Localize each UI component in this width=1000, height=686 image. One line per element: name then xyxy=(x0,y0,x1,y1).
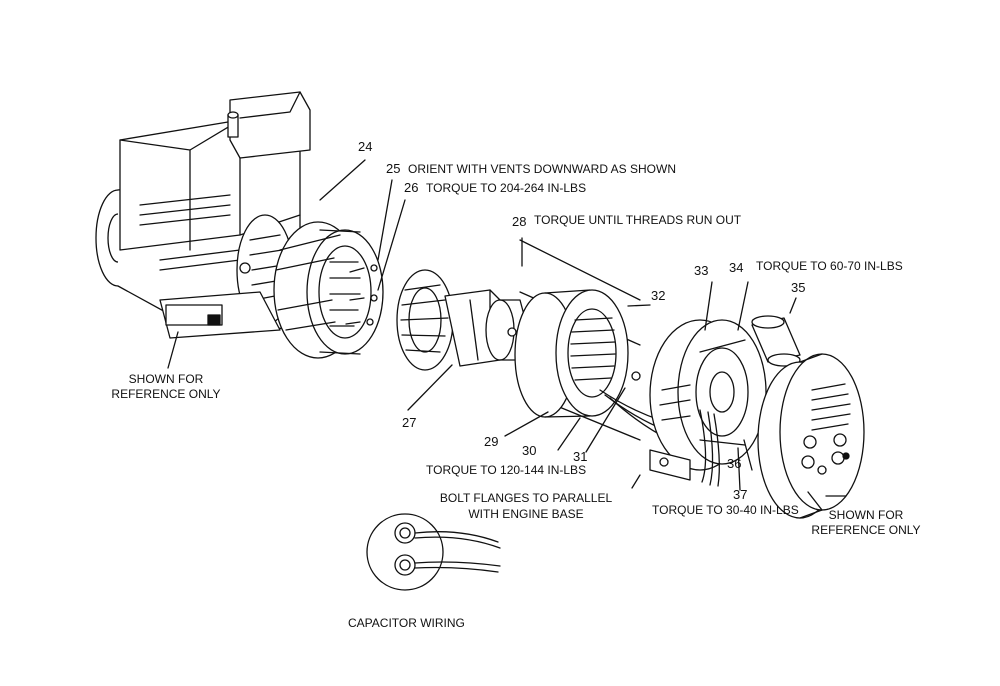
control-panel-reference-drawing xyxy=(757,353,865,519)
note-bolt-flanges-line2: WITH ENGINE BASE xyxy=(468,507,584,521)
note-capacitor-wiring: CAPACITOR WIRING xyxy=(348,616,465,630)
part-24-adapter xyxy=(273,159,384,359)
note-reference-left-line1: SHOWN FOR xyxy=(128,372,204,386)
note-orient-vents: ORIENT WITH VENTS DOWNWARD AS SHOWN xyxy=(408,162,677,176)
part-number-26: 26 xyxy=(404,180,419,195)
note-torque-30-40: TORQUE TO 30-40 IN-LBS xyxy=(652,503,799,517)
part-25-26-bolts xyxy=(345,179,406,326)
part-number-34: 34 xyxy=(729,260,744,275)
part-number-29: 29 xyxy=(484,434,499,449)
part-number-36: 36 xyxy=(727,456,742,471)
part-number-37: 37 xyxy=(733,487,748,502)
part-29-stator xyxy=(504,289,671,453)
part-number-24: 24 xyxy=(358,139,373,154)
note-reference-left-line2: REFERENCE ONLY xyxy=(111,387,221,401)
note-bolt-flanges-line1: BOLT FLANGES TO PARALLEL xyxy=(439,491,613,505)
note-torque-204-264: TORQUE TO 204-264 IN-LBS xyxy=(426,181,587,195)
part-number-25: 25 xyxy=(386,161,401,176)
part-number-28: 28 xyxy=(512,214,527,229)
part-number-31: 31 xyxy=(573,449,588,464)
part-number-35: 35 xyxy=(791,280,806,295)
part-number-30: 30 xyxy=(522,443,537,458)
note-reference-right-line1: SHOWN FOR xyxy=(828,508,904,522)
note-torque-120-144: TORQUE TO 120-144 IN-LBS xyxy=(426,463,587,477)
engine-reference-drawing xyxy=(95,91,311,369)
part-35-capacitor xyxy=(751,297,801,367)
part-number-32: 32 xyxy=(651,288,666,303)
part-27-rotor xyxy=(396,269,529,411)
part-33-end-bell xyxy=(631,281,767,491)
capacitor-wiring-inset xyxy=(366,513,501,591)
note-reference-right-line2: REFERENCE ONLY xyxy=(811,523,921,537)
part-number-27: 27 xyxy=(402,415,417,430)
note-torque-threads: TORQUE UNTIL THREADS RUN OUT xyxy=(534,213,742,227)
part-number-33: 33 xyxy=(694,263,709,278)
note-torque-60-70: TORQUE TO 60-70 IN-LBS xyxy=(756,259,903,273)
